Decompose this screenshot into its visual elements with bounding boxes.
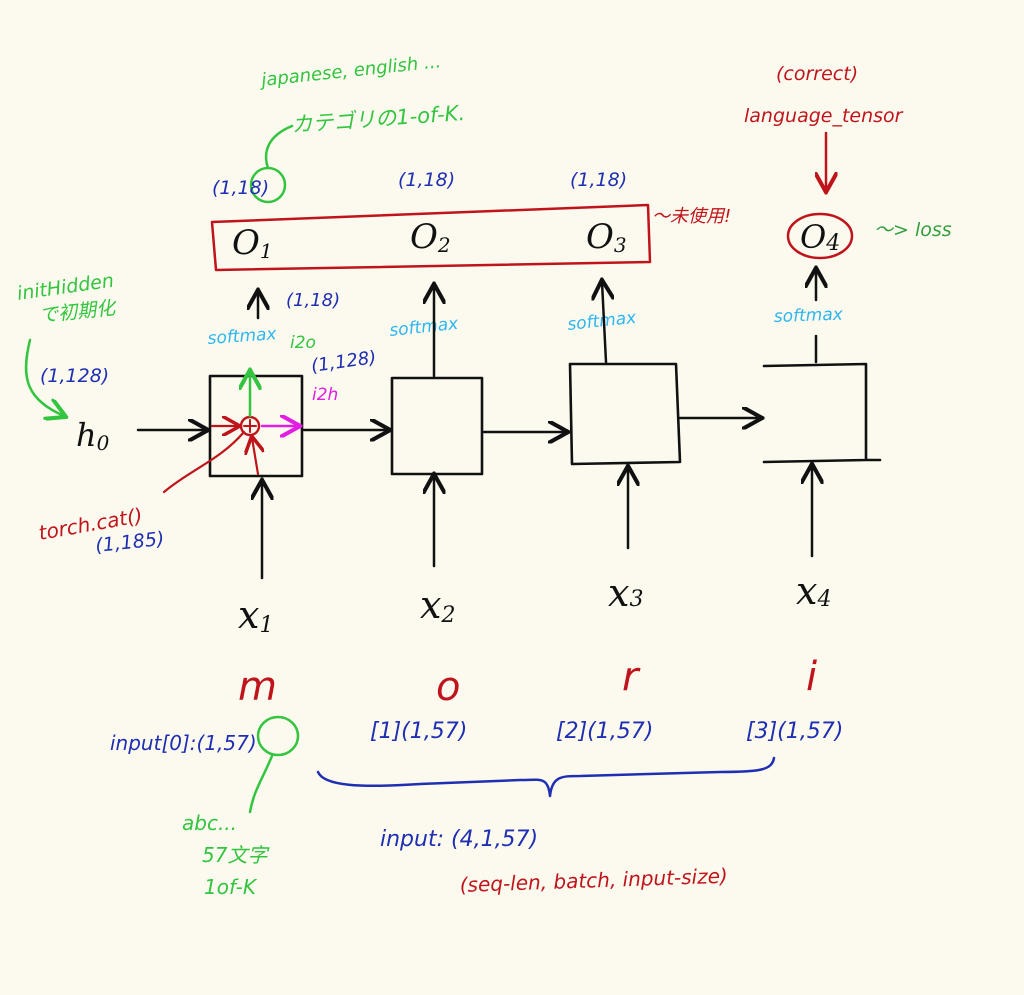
input-shape-4: [3](1,57) [746, 719, 843, 744]
output-3-label: O3 [586, 217, 627, 257]
softmax-label-1: softmax [207, 324, 278, 349]
target-note-line1: (correct) [776, 63, 858, 85]
hidden-label: h0 [76, 416, 110, 455]
i2h-label: i2h [312, 385, 338, 405]
softmax-label-3: softmax [566, 308, 638, 335]
target-note-line2: language_tensor [744, 105, 904, 127]
output-shape-3: (1,18) [570, 169, 627, 191]
rnn-cell-3 [568, 362, 682, 466]
input-2-label: x2 [420, 583, 455, 628]
i2o-shape: (1,18) [286, 290, 340, 311]
vocab-note-line3: 1of-K [204, 875, 258, 899]
char-1: m [238, 664, 277, 710]
input-shape-1: input[0]:(1,57) [110, 731, 257, 755]
output-shape-1: (1,18) [212, 177, 269, 199]
output-arrow-3 [602, 282, 606, 364]
loss-note: ～> loss [874, 219, 952, 241]
vocab-size-circle [256, 715, 300, 757]
input-1-label: x1 [238, 593, 273, 638]
unused-outputs-box [210, 203, 652, 272]
cat-input-arrow [252, 438, 258, 476]
char-3: r [622, 654, 641, 700]
output-4-label: O4 [800, 218, 840, 256]
unused-note: ～未使用! [652, 206, 731, 227]
i2o-label: i2o [290, 333, 316, 353]
input-shape-3: [2](1,57) [556, 719, 653, 744]
input-total-label: input: (4,1,57) [380, 827, 538, 852]
rnn-cell-4 [762, 362, 882, 464]
i2h-shape: (1,128) [310, 347, 378, 377]
category-size-circle [249, 166, 287, 204]
input-brace [316, 756, 776, 798]
output-shape-2: (1,18) [398, 169, 455, 191]
input-dims-label: (seq-len, batch, input-size) [459, 864, 728, 897]
softmax-label-4: softmax [773, 305, 844, 327]
input-3-label: x3 [608, 571, 643, 615]
char-2: o [436, 664, 460, 710]
input-4-label: x4 [796, 569, 831, 613]
output-2-label: O2 [410, 217, 451, 257]
input-shape-2: [1](1,57) [370, 719, 467, 744]
cat-pointer-line [162, 430, 246, 494]
init-hidden-note-line2: で初期化 [38, 297, 118, 327]
concat-plus [243, 419, 257, 433]
softmax-label-2: softmax [388, 314, 460, 341]
vocab-pointer-line [248, 754, 274, 814]
output-1-label: O1 [232, 223, 273, 263]
category-note-line2: カテゴリの1-of-K. [291, 101, 466, 137]
rnn-cell-2 [390, 376, 484, 476]
category-pointer-line [264, 124, 294, 170]
vocab-note-line2: 57文字 [202, 843, 270, 867]
vocab-note-line1: abc... [182, 811, 237, 835]
category-note-line1: japanese, english ... [257, 51, 442, 91]
hidden-shape: (1,128) [40, 365, 109, 387]
init-hidden-arrow [24, 338, 64, 416]
char-4: i [806, 654, 817, 700]
